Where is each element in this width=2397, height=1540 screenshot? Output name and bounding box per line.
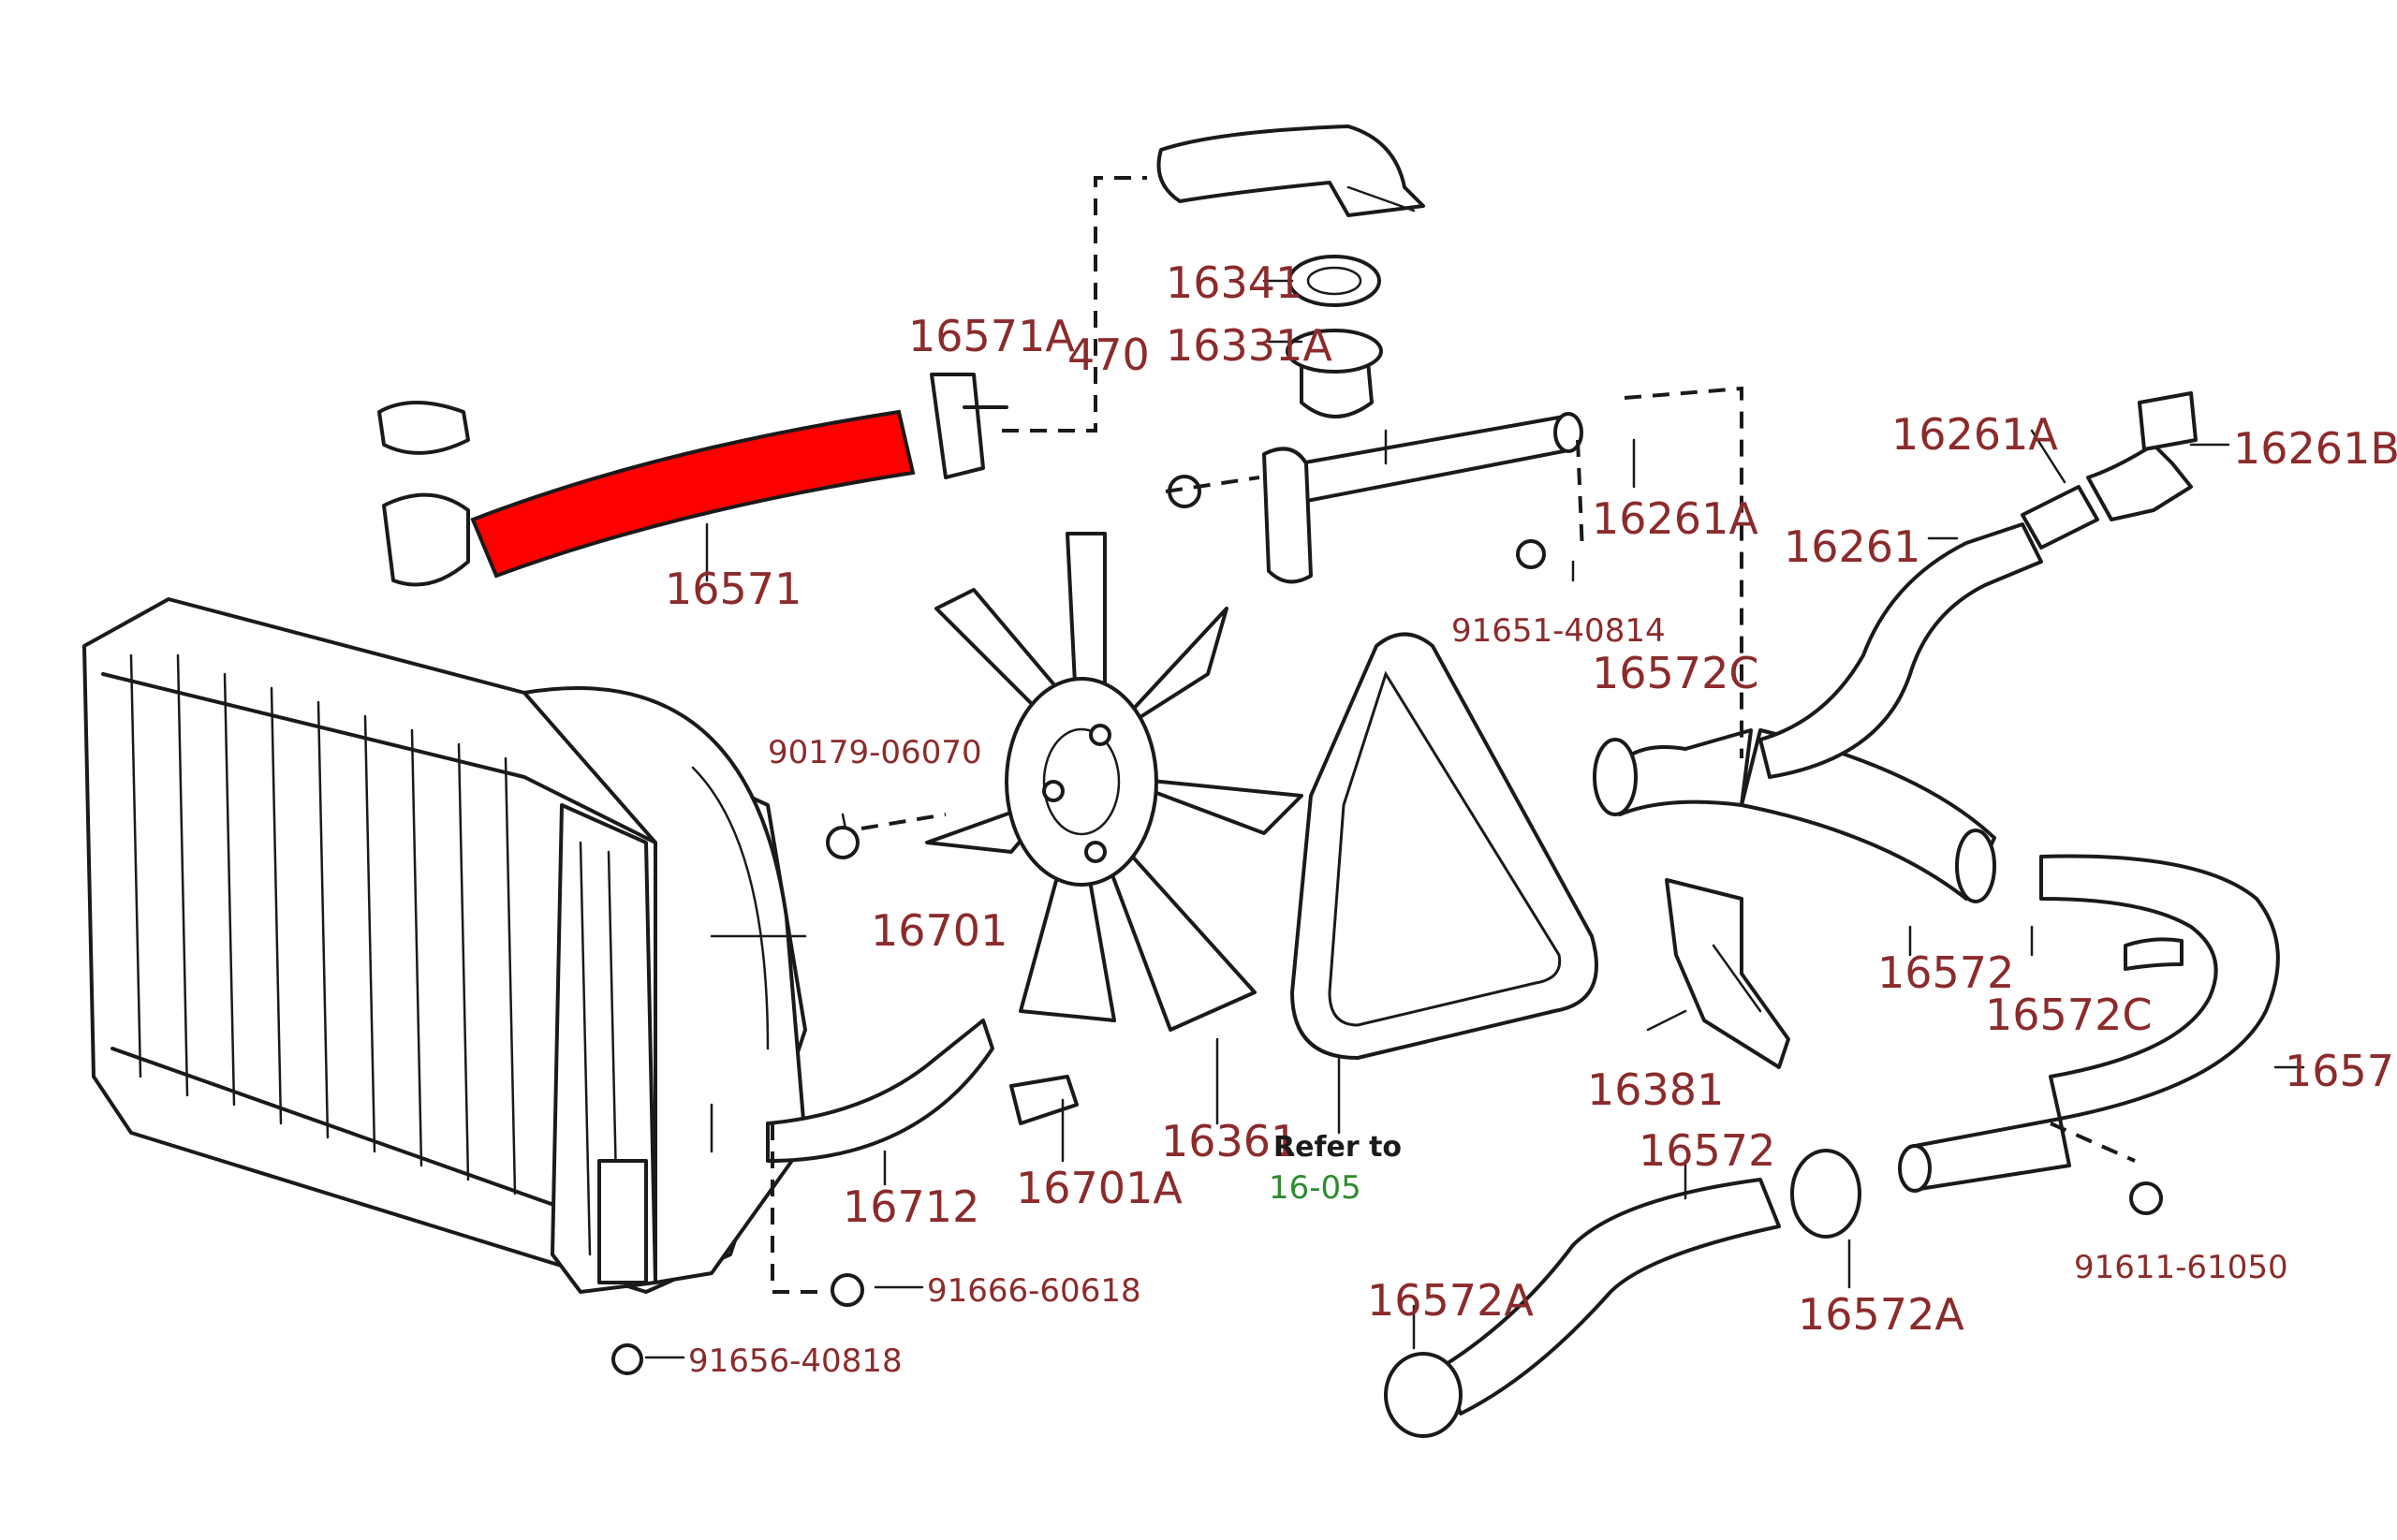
label-16261a-mid: 16261A (1592, 493, 1758, 544)
label-16572c-top: 16572C (1592, 648, 1758, 698)
hose-upper-right (1593, 728, 1996, 903)
label-ref-code: 16-05 (1269, 1169, 1361, 1207)
label-16572a-right: 16572A (1798, 1289, 1964, 1340)
label-91651: 91651-40814 (1451, 612, 1666, 650)
cooling-fan (925, 532, 1303, 1032)
label-16261b: 16261B (2233, 423, 2397, 474)
radiator (82, 597, 807, 1294)
label-16572c-bot: 16572C (1985, 990, 2152, 1040)
part-labels: 16571 16571A 470 16341 16331A 16261A 162… (665, 257, 2397, 1380)
label-16331a: 16331A (1166, 320, 1332, 371)
water-outlet (1156, 125, 1425, 217)
label-90179: 90179-06070 (768, 734, 982, 771)
label-16261: 16261 (1784, 521, 1920, 572)
leader-lines (644, 176, 2305, 1359)
label-16572-low: 16572 (1639, 1125, 1775, 1176)
label-16712: 16712 (843, 1181, 979, 1232)
label-91611: 91611-61050 (2074, 1249, 2288, 1286)
label-16341: 16341 (1166, 257, 1302, 308)
heater-pipe (2086, 391, 2198, 521)
label-refer-to: Refer to (1273, 1131, 1402, 1164)
upper-radiator-hose-highlight (470, 409, 916, 579)
gasket (1287, 255, 1381, 307)
heater-hose (1758, 485, 2099, 779)
thermostat (1286, 329, 1383, 418)
label-470: 470 (1067, 330, 1150, 380)
label-16571: 16571 (665, 564, 801, 614)
label-16361: 16361 (1161, 1116, 1298, 1166)
label-16381: 16381 (1587, 1064, 1724, 1115)
label-16577: 16577 (2285, 1046, 2397, 1096)
fan-shroud-bracket (766, 1019, 1079, 1163)
label-16572: 16572 (1877, 947, 2014, 998)
fan-belt (1290, 632, 1598, 1060)
lower-hose (1898, 854, 2280, 1193)
hose-clamp (930, 373, 1008, 479)
label-16572a-left: 16572A (1367, 1275, 1534, 1326)
bracket (1665, 878, 1790, 1069)
label-16261a-top: 16261A (1891, 409, 2058, 460)
label-91656: 91656-40818 (688, 1342, 903, 1380)
label-16701a: 16701A (1016, 1163, 1183, 1213)
label-16701: 16701 (871, 905, 1007, 956)
label-16571a: 16571A (908, 311, 1075, 361)
lower-hose-left (1384, 1149, 1861, 1438)
label-91666: 91666-60618 (927, 1272, 1141, 1310)
bypass-pipe (1168, 412, 1583, 584)
bolts (611, 539, 2163, 1375)
radiator-cap (377, 401, 470, 587)
